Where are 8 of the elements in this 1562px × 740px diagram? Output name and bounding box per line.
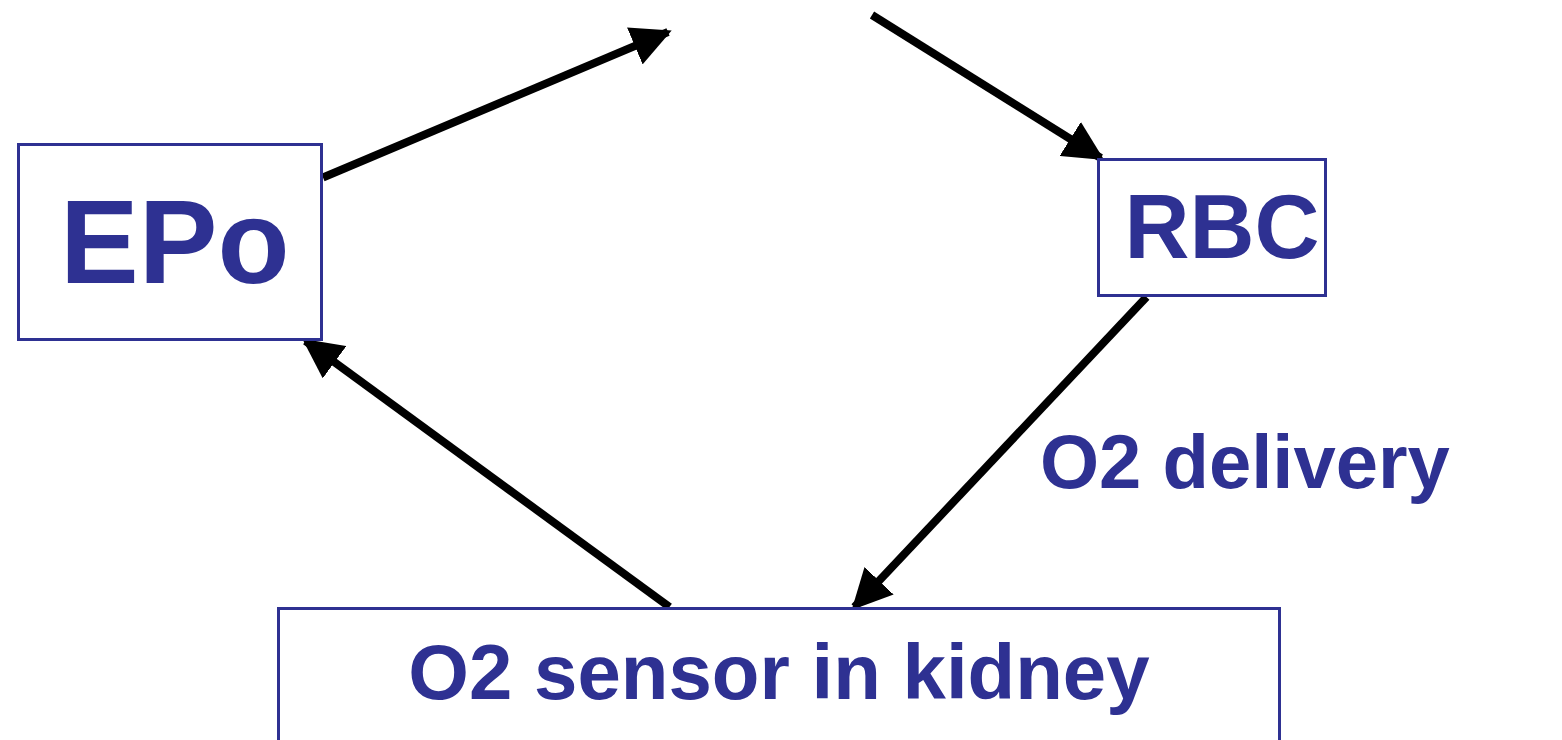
node-label: EPo	[60, 175, 290, 310]
process-box	[17, 143, 323, 341]
arrow	[869, 11, 1105, 162]
arrow	[321, 27, 672, 182]
process-box	[1097, 158, 1327, 297]
node-label: RBC	[1124, 176, 1320, 279]
node-label: O2 sensor in kidney	[408, 626, 1150, 718]
process-box	[277, 607, 1281, 740]
